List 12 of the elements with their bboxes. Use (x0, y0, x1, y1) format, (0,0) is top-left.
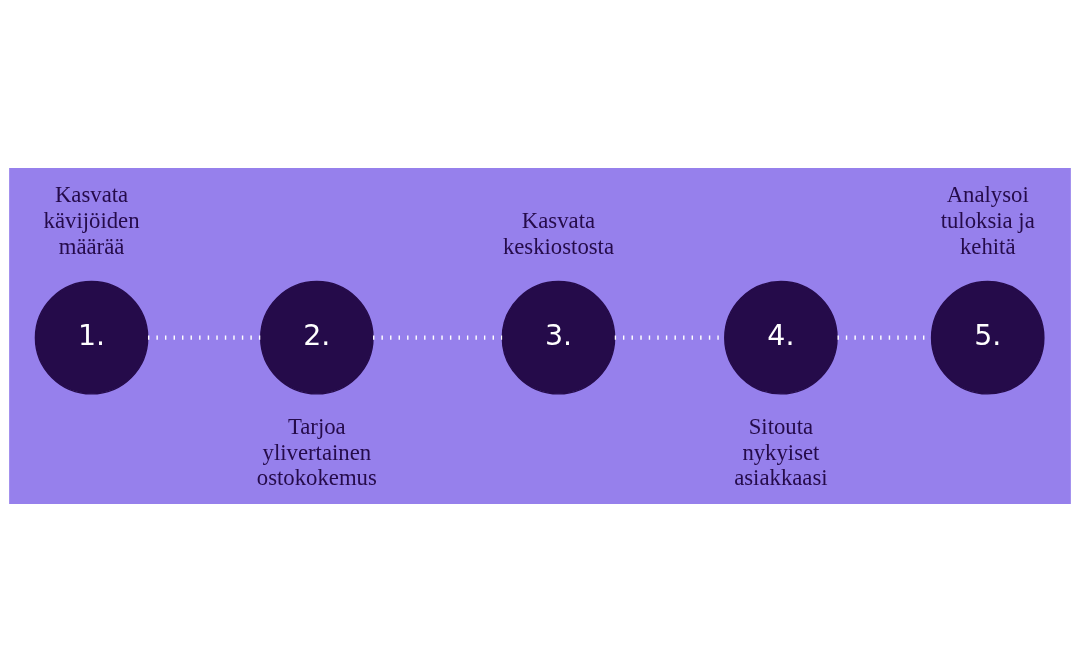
connector (373, 335, 503, 340)
node-circle: 1. (34, 280, 149, 395)
node-label: Kasvata keskiostosta (502, 207, 615, 259)
connector (148, 335, 261, 340)
node-circle: 2. (260, 280, 374, 395)
node-label: Tarjoa ylivertainen ostokokemus (256, 414, 377, 491)
node-circle: 4. (724, 280, 838, 395)
node-circle: 3. (501, 280, 616, 395)
node-circle: 5. (930, 280, 1045, 395)
node-label: Analysoi tuloksia ja kehitä (940, 182, 1035, 259)
node-label: Kasvata kävijöiden määrää (43, 182, 140, 259)
node-label: Sitouta nykyiset asiakkaasi (734, 414, 828, 491)
